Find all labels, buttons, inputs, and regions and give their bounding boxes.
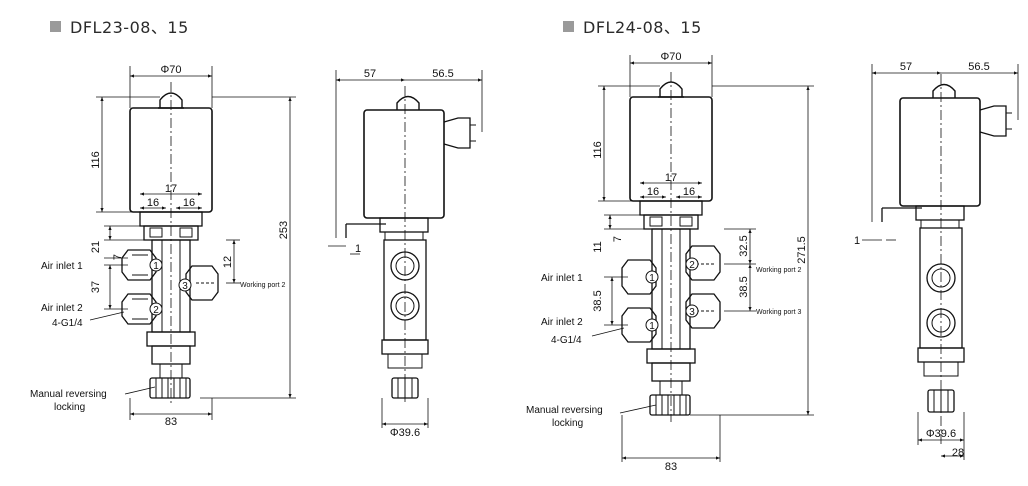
dfl23-side-dimension-labels: 57 56.5 1 Φ39.6 (355, 68, 454, 439)
dim-1: 1 (854, 235, 860, 247)
dim-83: 83 (165, 416, 177, 428)
dim-28: 28 (952, 447, 964, 459)
title-square-icon (563, 20, 574, 32)
dim-12: 12 (222, 256, 234, 268)
port-1a-label: 1 (649, 273, 655, 284)
air-inlet-1-label: Air inlet 1 (41, 261, 83, 272)
dim-7: 7 (612, 236, 624, 242)
dim-phi70: Φ70 (160, 64, 181, 76)
dim-11: 11 (592, 241, 604, 252)
dfl24-side-dimension-labels: 57 56.5 1 Φ39.6 28 (854, 61, 990, 459)
title-dfl23: DFL23-08、15 (50, 14, 189, 38)
manual-reversing-label: Manual reversing (526, 405, 603, 416)
port-1b-label: 1 (649, 321, 655, 332)
dim-57: 57 (900, 61, 912, 73)
dim-7: 7 (112, 254, 124, 260)
dim-38-5a: 38.5 (592, 290, 604, 311)
dim-37: 37 (90, 281, 102, 293)
working-port-2-label: Working port 2 (240, 282, 285, 289)
manual-reversing-label: Manual reversing (30, 389, 107, 400)
air-inlet-2-label: Air inlet 2 (541, 317, 583, 328)
dim-16b: 16 (183, 197, 195, 209)
dfl23-front-view (121, 92, 219, 399)
dim-1: 1 (355, 243, 361, 255)
dim-38-5b: 38.5 (738, 276, 750, 297)
title-dfl23-text: DFL23-08、15 (70, 18, 189, 37)
title-dfl24-text: DFL24-08、15 (583, 18, 702, 37)
air-inlet-2-label: Air inlet 2 (41, 303, 83, 314)
thread-label: 4-G1/4 (52, 318, 83, 329)
dim-57: 57 (364, 68, 376, 80)
air-inlet-1-label: Air inlet 1 (541, 273, 583, 284)
dfl24-side-view (881, 83, 1012, 413)
port-2-label: 2 (689, 260, 695, 271)
locking-label: locking (54, 402, 85, 413)
dim-271-5: 271.5 (796, 236, 808, 264)
working-port-3-label: Working port 3 (756, 309, 801, 316)
dim-16a: 16 (147, 197, 159, 209)
dfl23-dimension-labels: Φ70 116 17 16 16 21 7 37 253 12 Air inle… (30, 64, 290, 428)
port-3-label: 3 (182, 281, 188, 292)
port-1-label: 1 (153, 261, 159, 272)
title-square-icon (50, 20, 61, 32)
dfl23-dimensions (89, 66, 296, 420)
dim-21: 21 (90, 241, 102, 253)
dim-116: 116 (90, 151, 102, 169)
dim-17: 17 (165, 183, 177, 195)
dim-56-5: 56.5 (432, 68, 453, 80)
dim-116: 116 (592, 141, 604, 159)
dim-phi39-6: Φ39.6 (926, 428, 956, 440)
dfl24-dimensions (591, 55, 814, 462)
port-2-label: 2 (153, 305, 159, 316)
dfl23-side-view (345, 95, 476, 399)
dfl24-dimension-labels: Φ70 116 17 16 16 11 7 38.5 32.5 38.5 271… (526, 51, 808, 473)
locking-label: locking (552, 418, 583, 429)
dfl24-port-markers: 1 1 2 3 (645, 257, 699, 332)
dfl23-port-markers: 1 2 3 (149, 258, 192, 316)
dfl24-side-dimensions (862, 64, 1019, 460)
dim-56-5: 56.5 (968, 61, 989, 73)
dim-16a: 16 (647, 186, 659, 198)
dfl23-side-dimensions (328, 70, 483, 428)
dim-32-5: 32.5 (738, 235, 750, 256)
title-dfl24: DFL24-08、15 (563, 14, 702, 38)
dim-phi39-6: Φ39.6 (390, 427, 420, 439)
dim-253: 253 (278, 221, 290, 239)
working-port-2-label: Working port 2 (756, 267, 801, 274)
dim-83: 83 (665, 461, 677, 473)
dim-17: 17 (665, 172, 677, 184)
dim-phi70: Φ70 (660, 51, 681, 63)
thread-label: 4-G1/4 (551, 335, 582, 346)
port-3-label: 3 (689, 307, 695, 318)
dim-16b: 16 (683, 186, 695, 198)
